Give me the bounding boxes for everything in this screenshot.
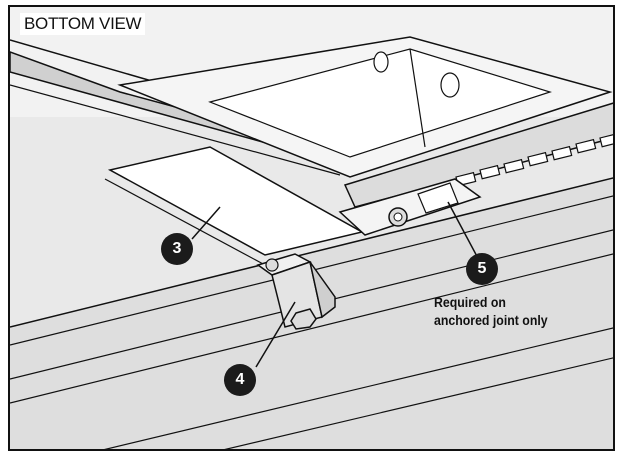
clamp-bolt-top <box>266 259 278 271</box>
callout-5: 5 <box>466 253 498 285</box>
callout-4: 4 <box>224 364 256 396</box>
anchored-joint-note: Required on anchored joint only <box>434 293 566 329</box>
tray-hole-2 <box>441 73 459 97</box>
callout-3: 3 <box>161 233 193 265</box>
note-line-1: Required on <box>434 293 566 311</box>
note-line-2: anchored joint only <box>434 311 566 329</box>
tray-illustration <box>10 7 615 451</box>
view-label: BOTTOM VIEW <box>20 13 145 35</box>
diagram-frame: BOTTOM VIEW 3 4 5 Required on anchored j… <box>8 5 615 451</box>
tray-hole-1 <box>374 52 388 72</box>
